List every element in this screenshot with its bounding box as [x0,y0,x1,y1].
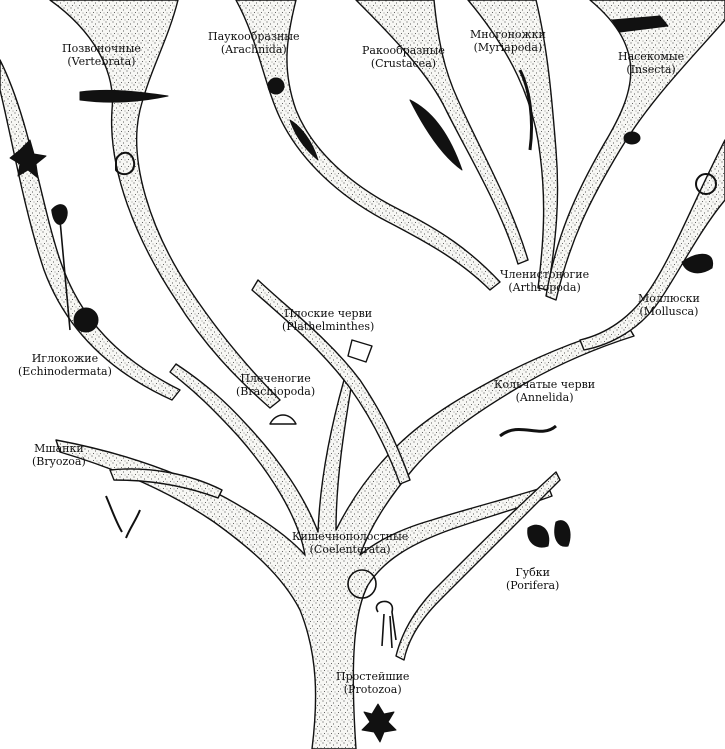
earthworm-icon [500,426,556,436]
label-bryozoa-ru: Мшанки [32,442,86,455]
label-arthropoda-lat: (Arthropoda) [500,281,589,294]
label-arachnida-ru: Паукообразные [208,30,300,43]
label-bryozoa-lat: (Bryozoa) [32,455,86,468]
label-arthropoda-ru: Членистоногие [500,268,589,281]
label-porifera-ru: Губки [506,566,559,579]
label-echinodermata-lat: (Echinodermata) [18,365,112,378]
label-myriapoda: Многоножки (Myriapoda) [470,28,546,54]
label-porifera-lat: (Porifera) [506,579,559,592]
label-bryozoa: Мшанки (Bryozoa) [32,442,86,468]
label-insecta-lat: (Insecta) [618,63,684,76]
label-protozoa-lat: (Protozoa) [336,683,409,696]
fish-icon [80,90,168,102]
label-myriapoda-lat: (Myriapoda) [470,41,546,54]
label-crustacea-lat: (Crustacea) [362,57,445,70]
label-porifera: Губки (Porifera) [506,566,559,592]
label-myriapoda-ru: Многоножки [470,28,546,41]
sea-urchin-icon [74,308,98,332]
label-vertebrata: Позвоночные (Vertebrata) [62,42,141,68]
label-plathelminthes-lat: (Plathelminthes) [282,320,374,333]
label-coelenterata-ru: Кишечнополостные [292,530,408,543]
label-brachiopoda-ru: Плеченогие [236,372,315,385]
label-coelenterata: Кишечнополостные (Coelenterata) [292,530,408,556]
label-vertebrata-ru: Позвоночные [62,42,141,55]
ant-icon [624,132,640,144]
label-plathelminthes-ru: Плоские черви [282,307,374,320]
bryozoan-colony-icon [106,496,140,538]
label-protozoa: Простейшие (Protozoa) [336,670,409,696]
label-crustacea: Ракообразные (Crustacea) [362,44,445,70]
spider-icon [268,78,284,94]
jellyfish-icon [376,601,396,648]
label-echinodermata-ru: Иглокожие [18,352,112,365]
label-plathelminthes: Плоские черви (Plathelminthes) [282,307,374,333]
label-mollusca: Моллюски (Mollusca) [638,292,700,318]
label-mollusca-ru: Моллюски [638,292,700,305]
protozoan-icon [362,704,396,742]
label-annelida: Кольчатые черви (Annelida) [494,378,595,404]
flatworm-icon [348,340,372,362]
label-brachiopoda-lat: (Brachiopoda) [236,385,315,398]
label-arachnida: Паукообразные (Arachnida) [208,30,300,56]
label-crustacea-ru: Ракообразные [362,44,445,57]
label-mollusca-lat: (Mollusca) [638,305,700,318]
label-annelida-ru: Кольчатые черви [494,378,595,391]
label-echinodermata: Иглокожие (Echinodermata) [18,352,112,378]
label-vertebrata-lat: (Vertebrata) [62,55,141,68]
label-insecta-ru: Насекомые [618,50,684,63]
label-annelida-lat: (Annelida) [494,391,595,404]
label-arthropoda: Членистоногие (Arthropoda) [500,268,589,294]
label-insecta: Насекомые (Insecta) [618,50,684,76]
label-arachnida-lat: (Arachnida) [208,43,300,56]
sponge-icon [528,521,570,547]
label-protozoa-ru: Простейшие [336,670,409,683]
label-coelenterata-lat: (Coelenterata) [292,543,408,556]
brachiopod-shell-icon [270,415,296,424]
label-brachiopoda: Плеченогие (Brachiopoda) [236,372,315,398]
